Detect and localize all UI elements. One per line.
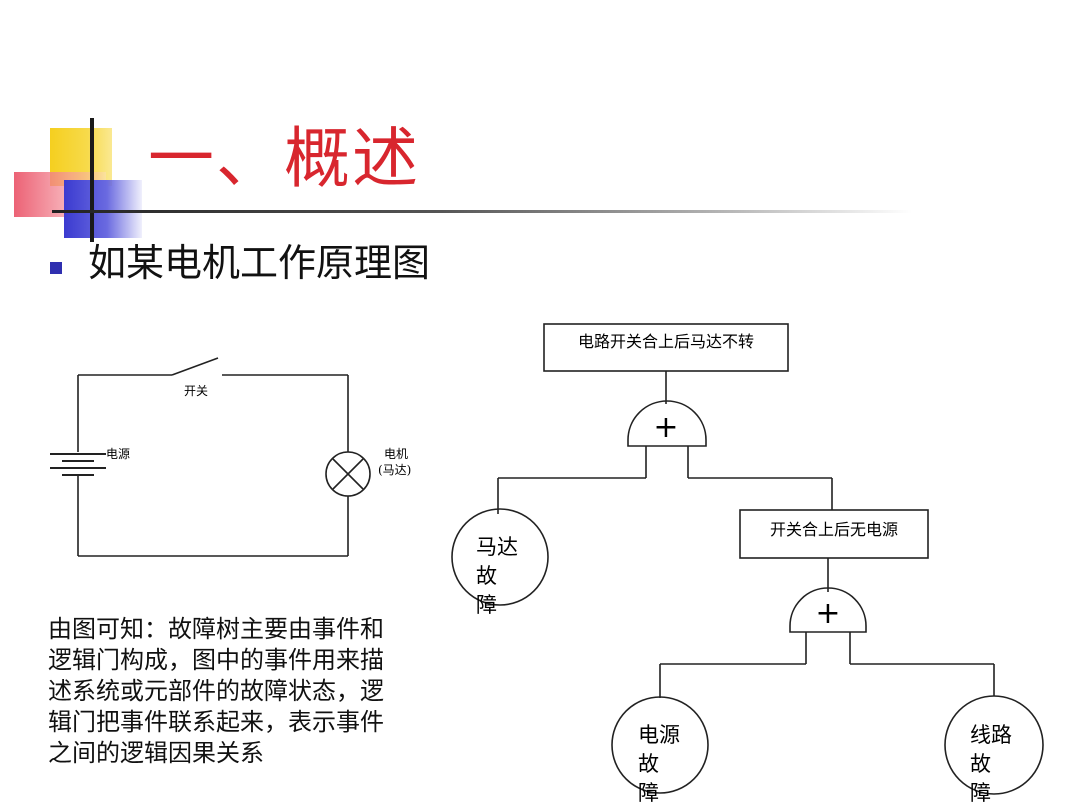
decor-vertical-line xyxy=(90,118,94,242)
motor-label: 电机 xyxy=(384,447,408,461)
fault-tree xyxy=(451,323,1044,795)
or-gate-icon xyxy=(789,587,867,633)
motor-fault-label: 马达 xyxy=(476,535,518,559)
motor-fault-label: 故 xyxy=(476,564,497,588)
motor-label-sub: (马达) xyxy=(378,463,411,477)
gate-plus-icon: + xyxy=(653,410,678,445)
line-fault-event xyxy=(944,695,1044,795)
description-line: 由图可知：故障树主要由事件和 xyxy=(48,615,384,643)
power-fault-label: 故 xyxy=(638,752,659,776)
switch-label: 开关 xyxy=(184,384,208,398)
line-fault-label: 线路 xyxy=(970,723,1012,747)
battery-icon xyxy=(50,453,106,476)
power-label: 电源 xyxy=(106,447,130,461)
slide-subtitle: 如某电机工作原理图 xyxy=(88,241,431,285)
motor-fault-label: 障 xyxy=(476,593,497,617)
motor-fault-event xyxy=(451,508,549,606)
bullet-square-icon xyxy=(50,262,62,274)
intermediate-event-box xyxy=(739,509,929,559)
description-text: 由图可知：故障树主要由事件和 逻辑门构成，图中的事件用来描 述系统或元部件的故障… xyxy=(48,614,438,769)
title-underline xyxy=(52,210,912,213)
gate-plus-icon: + xyxy=(815,596,840,631)
power-fault-event xyxy=(611,696,709,794)
slide-title: 一、概述 xyxy=(148,120,420,197)
description-line: 逻辑门构成，图中的事件用来描 xyxy=(48,646,384,674)
circuit-diagram xyxy=(50,357,371,557)
power-fault-label: 电源 xyxy=(638,723,680,747)
power-fault-label: 障 xyxy=(638,781,659,805)
top-event-label: 电路开关合上后马达不转 xyxy=(578,332,754,351)
line-fault-label: 障 xyxy=(970,781,991,805)
or-gate-icon xyxy=(627,400,707,447)
decor-blue-square xyxy=(64,180,142,238)
description-line: 述系统或元部件的故障状态，逻 xyxy=(48,677,384,705)
description-line: 之间的逻辑因果关系 xyxy=(48,739,264,767)
switch-icon xyxy=(171,357,219,376)
description-line: 辑门把事件联系起来，表示事件 xyxy=(48,708,384,736)
intermediate-event-label: 开关合上后无电源 xyxy=(770,520,898,539)
line-fault-label: 故 xyxy=(970,752,991,776)
